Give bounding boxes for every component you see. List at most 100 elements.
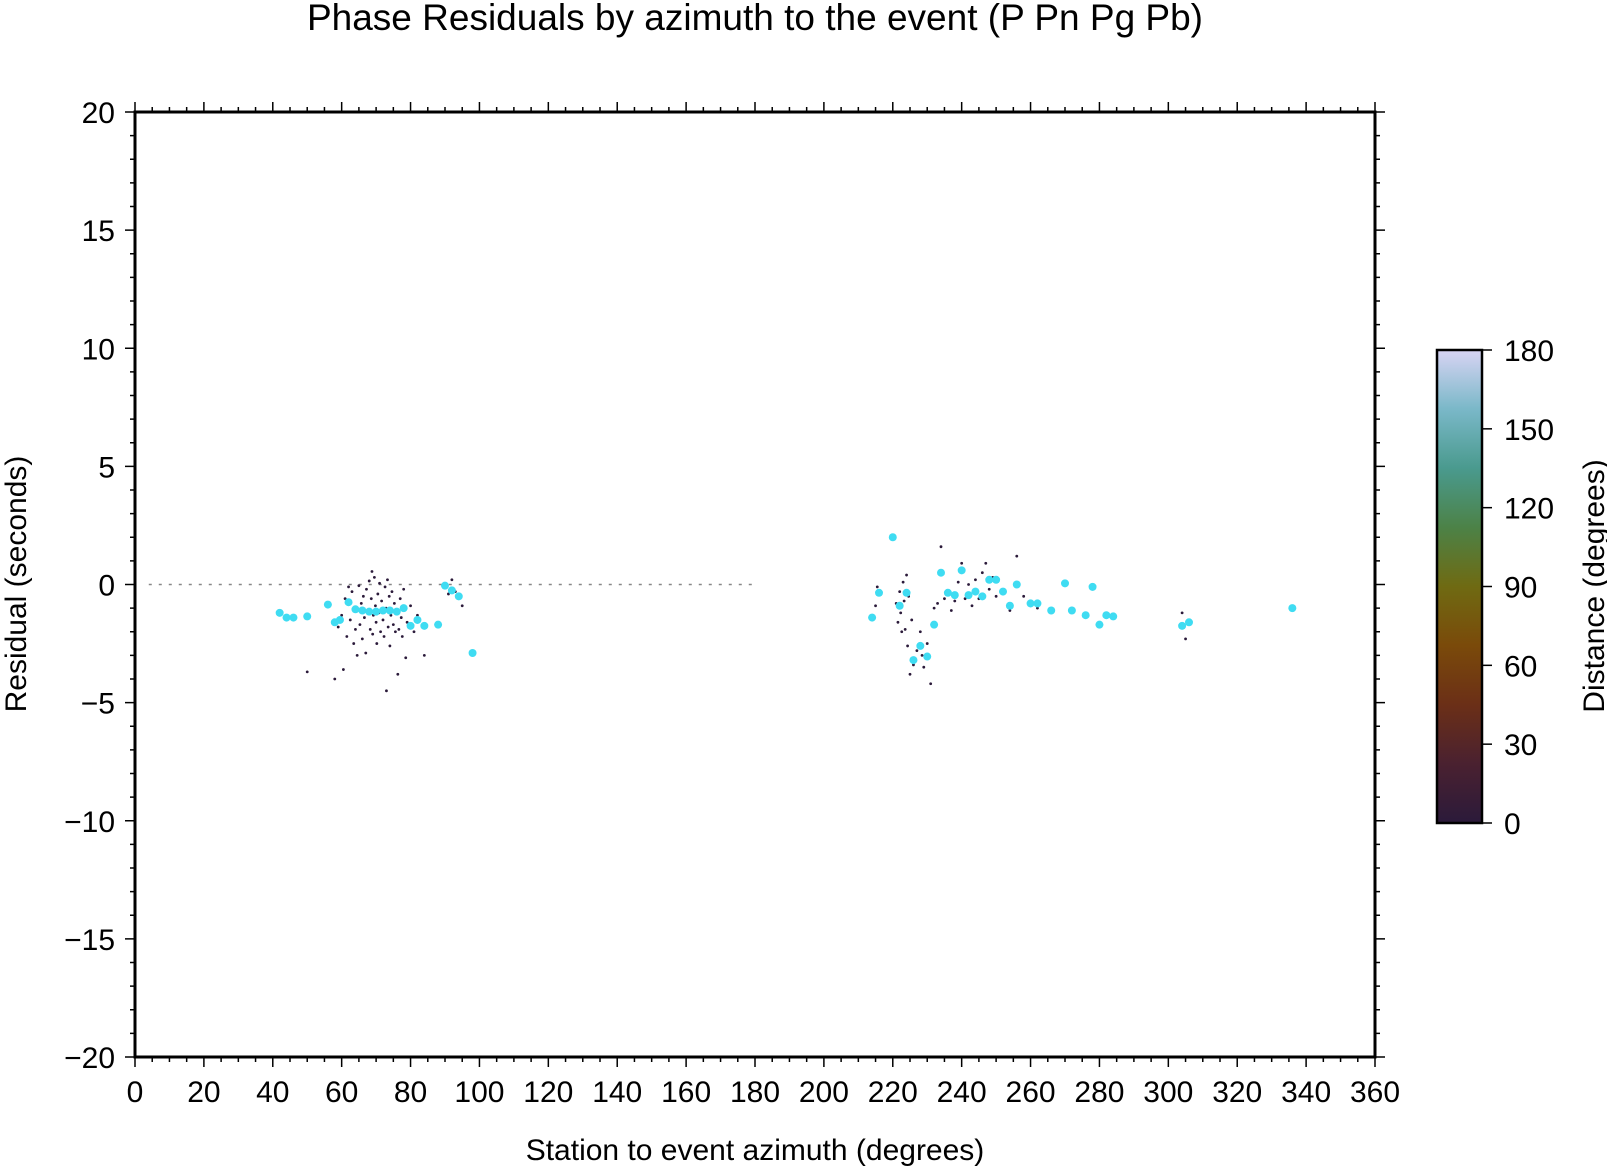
small-residual-point [422, 653, 426, 657]
large-residual-point [289, 613, 298, 622]
small-residual-point [383, 585, 387, 589]
small-residual-point [388, 644, 392, 648]
y-tick-label: 0 [98, 570, 115, 603]
x-tick-label: 40 [256, 1076, 289, 1109]
colorbar-tick-label: 30 [1504, 729, 1537, 762]
large-residual-point [868, 613, 877, 622]
small-residual-point [363, 616, 366, 619]
x-tick-label: 160 [661, 1076, 711, 1109]
small-residual-point [385, 689, 388, 693]
x-tick-label: 260 [1006, 1076, 1056, 1109]
small-residual-point [898, 590, 902, 593]
large-residual-point [1026, 599, 1035, 608]
colorbar-tick-label: 0 [1504, 808, 1521, 841]
large-residual-point [923, 652, 932, 661]
large-residual-point [1102, 611, 1111, 620]
small-residual-point [956, 580, 960, 584]
small-residual-point [932, 606, 936, 610]
large-residual-point [420, 621, 429, 630]
large-residual-point [1061, 579, 1069, 588]
large-residual-point [1033, 599, 1042, 608]
small-residual-point [1180, 611, 1184, 615]
small-residual-point [970, 604, 974, 608]
large-residual-point [1185, 618, 1193, 627]
y-tick-label: −15 [64, 924, 115, 957]
small-residual-point [357, 584, 361, 588]
colorbar-tick-label: 90 [1504, 572, 1537, 605]
large-residual-point [399, 604, 408, 613]
small-residual-point [359, 602, 363, 605]
small-residual-point [994, 594, 998, 598]
small-residual-point [376, 592, 380, 596]
large-residual-point [1095, 620, 1104, 629]
small-residual-point [380, 599, 384, 603]
large-residual-point [902, 588, 911, 597]
small-residual-point [375, 642, 379, 645]
small-residual-point [943, 597, 946, 601]
small-residual-point [949, 609, 953, 612]
small-residual-point [404, 656, 408, 660]
small-residual-point [899, 611, 903, 615]
small-residual-point [379, 630, 382, 634]
large-residual-point [1178, 621, 1187, 630]
small-residual-point [358, 623, 362, 627]
large-residual-point [351, 605, 360, 614]
small-residual-point [341, 668, 345, 671]
colorbar-label: Distance (degrees) [1578, 459, 1607, 712]
large-residual-point [916, 641, 925, 650]
small-residual-point [925, 642, 929, 645]
large-residual-point [957, 566, 966, 575]
x-tick-label: 300 [1143, 1076, 1193, 1109]
small-residual-point [394, 630, 397, 634]
small-residual-point [374, 620, 378, 624]
small-residual-point [974, 578, 977, 582]
small-residual-point [397, 627, 401, 631]
small-residual-point [360, 637, 364, 641]
small-residual-point [915, 649, 919, 653]
small-residual-point [902, 599, 906, 603]
small-residual-point [355, 653, 359, 657]
small-residual-point [922, 665, 926, 669]
x-tick-label: 120 [523, 1076, 573, 1109]
small-residual-point [918, 630, 922, 634]
small-residual-point [340, 613, 344, 617]
small-residual-point [960, 561, 964, 565]
x-tick-label: 320 [1212, 1076, 1262, 1109]
small-residual-point [345, 635, 349, 638]
small-residual-point [936, 602, 939, 605]
x-tick-label: 280 [1074, 1076, 1124, 1109]
small-residual-point [903, 627, 907, 631]
small-residual-point [402, 587, 406, 591]
small-residual-point [910, 618, 914, 622]
large-residual-point [358, 606, 367, 615]
large-residual-point [978, 592, 987, 601]
small-residual-point [901, 580, 905, 584]
large-residual-point [413, 615, 422, 624]
small-residual-point [900, 630, 904, 634]
large-residual-point [950, 591, 959, 600]
y-tick-label: −5 [81, 688, 115, 721]
y-tick-label: 10 [82, 333, 115, 366]
large-residual-point [454, 592, 463, 601]
small-residual-point [368, 627, 372, 631]
x-tick-label: 200 [799, 1076, 849, 1109]
small-residual-point [875, 585, 879, 589]
small-residual-point [908, 672, 912, 676]
small-residual-point [350, 590, 354, 593]
large-residual-point [999, 587, 1007, 596]
large-residual-point [1109, 612, 1118, 621]
large-residual-point [335, 615, 344, 624]
x-tick-label: 0 [127, 1076, 144, 1109]
x-tick-label: 360 [1350, 1076, 1400, 1109]
large-residual-point [275, 608, 284, 617]
large-residual-point [372, 607, 381, 616]
small-residual-point [399, 616, 403, 619]
small-residual-point [1036, 606, 1039, 610]
small-residual-point [367, 579, 371, 583]
small-residual-point [387, 594, 391, 598]
large-residual-point [971, 587, 980, 596]
large-residual-point [282, 613, 291, 622]
large-residual-point [992, 575, 1001, 584]
